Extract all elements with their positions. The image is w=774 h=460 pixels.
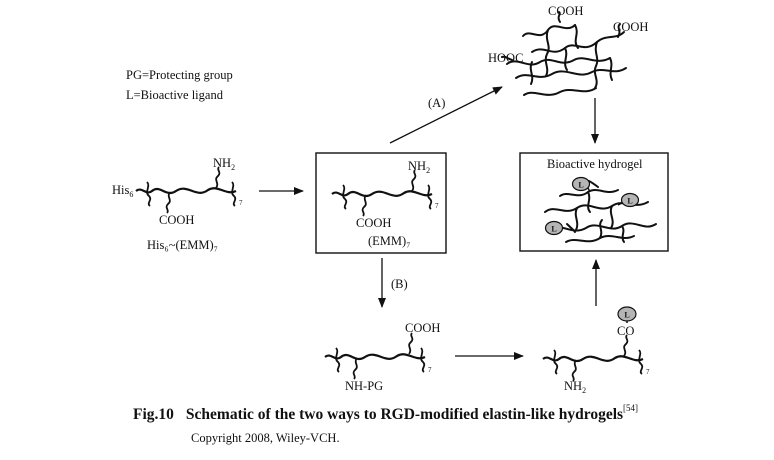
figure-caption: Fig.10 Schematic of the two ways to RGD-m… <box>133 403 639 424</box>
arrow-route-a <box>389 86 503 144</box>
figure-reference: [54] <box>623 403 639 413</box>
start-name: His₆~(EMM)₇ <box>147 238 218 252</box>
emm-nh2-sub: 2 <box>426 166 430 175</box>
network-hooc-left: HOOC <box>488 51 523 65</box>
copyright-line: Copyright 2008, Wiley-VCH. <box>191 431 340 445</box>
hydrogel-title: Bioactive hydrogel <box>547 157 643 171</box>
emm-box <box>315 152 447 254</box>
start-repeat: 7 <box>239 199 243 207</box>
ligand-icon: L <box>571 176 591 193</box>
hydrogel-box <box>519 152 669 252</box>
svg-text:NH2: NH2 <box>564 379 586 395</box>
protected-cooh: COOH <box>405 321 440 335</box>
hydrogel-network <box>544 180 657 243</box>
start-nh2-sub: 2 <box>231 163 235 172</box>
ligand-icon: L <box>617 306 637 322</box>
start-prefix-sub: 6 <box>129 190 133 199</box>
emm-cooh: COOH <box>356 216 391 230</box>
hydrogel-ligands: L L L <box>544 176 640 236</box>
emm-repeat: 7 <box>435 202 439 210</box>
emm-name: (EMM)₇ <box>368 234 411 248</box>
start-cooh: COOH <box>159 213 194 227</box>
ligated-polymer: L CO NH2 7 <box>542 306 650 395</box>
network-cooh-right: COOH <box>613 20 648 34</box>
legend-protecting-group: PG=Protecting group <box>126 68 233 82</box>
protected-polymer: COOH NH-PG 7 <box>324 321 440 393</box>
route-b-label: (B) <box>391 277 408 291</box>
ligated-nh2: NH <box>564 379 582 393</box>
svg-text:L: L <box>551 225 556 234</box>
route-a-label: (A) <box>428 96 445 110</box>
start-polymer: His6 NH2 COOH 7 His₆~(EMM)₇ <box>112 156 243 252</box>
svg-text:His6: His6 <box>112 183 133 199</box>
protected-repeat: 7 <box>428 366 432 374</box>
network-cooh-top: COOH <box>548 4 583 18</box>
ligated-repeat: 7 <box>646 368 650 376</box>
figure-number: Fig.10 <box>133 406 174 424</box>
figure-caption-text: Schematic of the two ways to RGD-modifie… <box>185 406 624 424</box>
svg-text:L: L <box>624 311 629 320</box>
legend-bioactive-ligand: L=Bioactive ligand <box>126 88 224 102</box>
crosslinked-network <box>501 11 627 96</box>
emm-polymer: NH2 COOH 7 (EMM)₇ <box>331 159 439 248</box>
svg-text:L: L <box>578 181 583 190</box>
svg-text:NH2: NH2 <box>213 156 235 172</box>
svg-text:L: L <box>627 197 632 206</box>
protected-nhpg: NH-PG <box>345 379 383 393</box>
ligated-co: CO <box>617 324 634 338</box>
ligated-nh2-sub: 2 <box>582 386 586 395</box>
start-nh2: NH <box>213 156 231 170</box>
svg-text:NH2: NH2 <box>408 159 430 175</box>
start-prefix: His <box>112 183 130 197</box>
emm-nh2: NH <box>408 159 426 173</box>
ligand-icon: L <box>617 192 640 208</box>
ligand-icon: L <box>544 220 564 236</box>
